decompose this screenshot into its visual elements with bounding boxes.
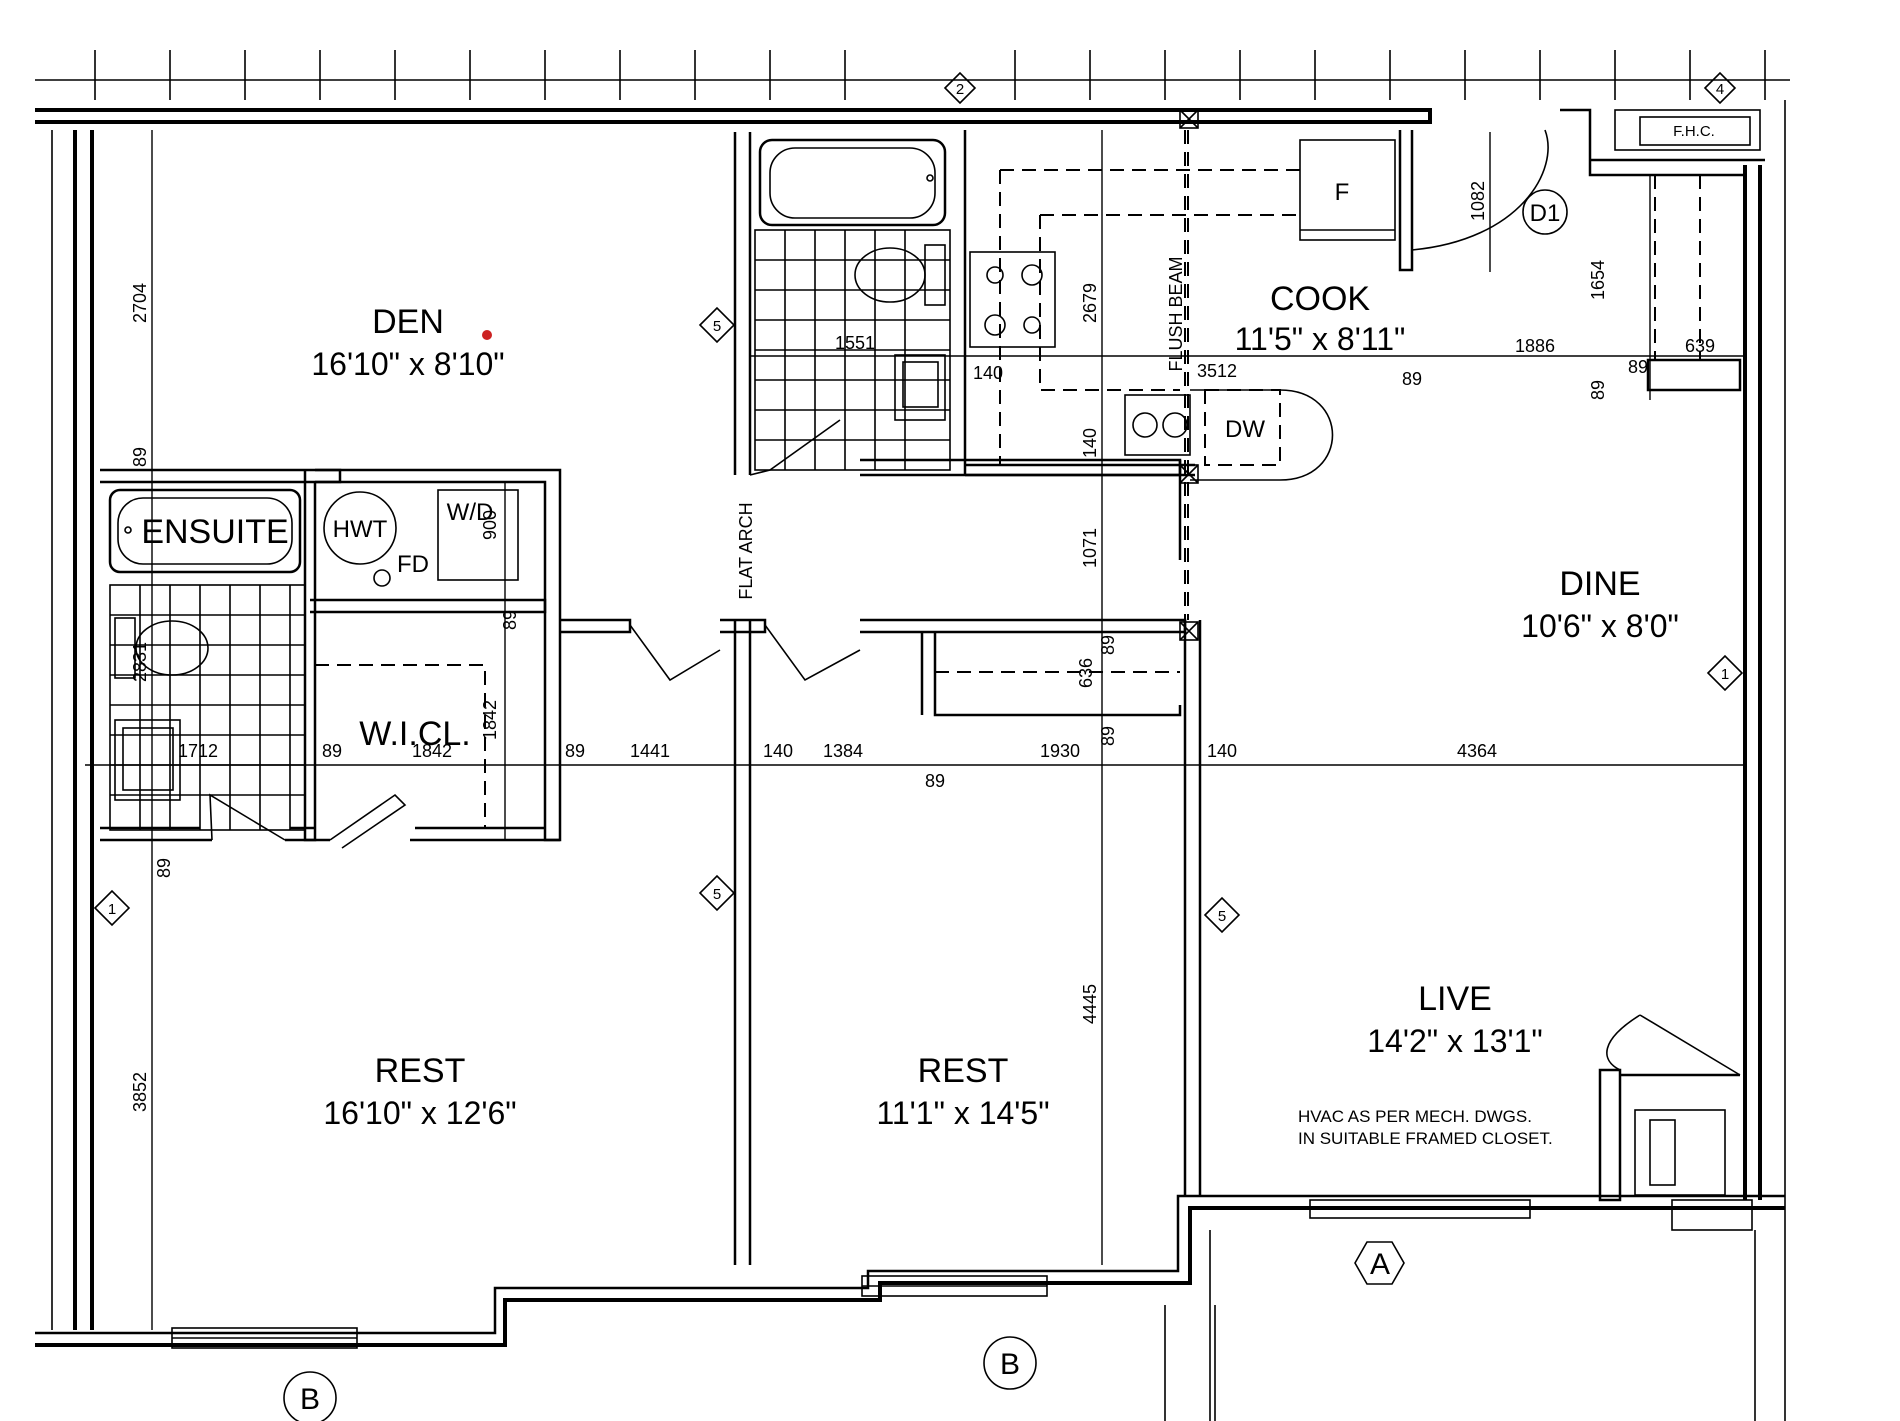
room-dine-size: 10'6" x 8'0" — [1521, 608, 1679, 644]
door-d1-tag: D1 — [1530, 200, 1561, 227]
dim-1930: 1930 — [1040, 741, 1080, 761]
grid-tag-b-right: B — [1000, 1348, 1020, 1381]
dimension-labels: 2704 89 1551 140 2679 3512 89 1886 89 63… — [130, 181, 1715, 1112]
grid-tag-4: 4 — [1716, 81, 1724, 98]
grid-tag-1a: 1 — [108, 901, 116, 918]
room-rest-mid-size: 11'1" x 14'5" — [876, 1095, 1049, 1131]
room-rest-mid-name: REST — [918, 1052, 1009, 1090]
flush-beam-label: FLUSH BEAM — [1166, 256, 1186, 371]
dim-89-e: 89 — [500, 610, 520, 630]
washer-dryer-label: W/D — [447, 499, 494, 526]
dim-636: 636 — [1076, 658, 1096, 688]
fridge-label: F — [1335, 179, 1350, 206]
doors — [209, 129, 1741, 1076]
interior-walls — [100, 108, 1765, 1265]
dim-140-b: 140 — [1080, 428, 1100, 458]
floor-drain-label: FD — [397, 551, 429, 578]
dim-89-b: 89 — [1402, 369, 1422, 389]
hvac-note: HVAC AS PER MECH. DWGS. IN SUITABLE FRAM… — [1298, 1107, 1553, 1148]
dim-1712: 1712 — [178, 741, 218, 761]
dim-140-a: 140 — [973, 363, 1003, 383]
grid-tag-1b: 1 — [1721, 666, 1729, 683]
room-live-name: LIVE — [1418, 980, 1492, 1018]
room-cook-size: 11'5" x 8'11" — [1235, 321, 1406, 357]
grid-tag-2: 2 — [956, 81, 964, 98]
grid-tag-b-left: B — [300, 1383, 320, 1416]
dim-1082: 1082 — [1468, 181, 1488, 221]
dim-1842-horizontal: 1842 — [412, 741, 452, 761]
dim-89-h: 89 — [322, 741, 342, 761]
dim-89-k: 89 — [154, 858, 174, 878]
room-wicl-name: W.I.CL. — [359, 715, 470, 753]
room-cook-name: COOK — [1270, 280, 1370, 318]
red-marker-dot — [482, 330, 492, 340]
dim-1441: 1441 — [630, 741, 670, 761]
dim-89-d: 89 — [1588, 380, 1608, 400]
hvac-note-line1: HVAC AS PER MECH. DWGS. — [1298, 1107, 1532, 1126]
bathroom-tiles — [109, 229, 951, 831]
dim-1654: 1654 — [1588, 260, 1608, 300]
room-den-name: DEN — [372, 303, 444, 341]
dim-4445: 4445 — [1080, 984, 1100, 1024]
exterior-walls — [35, 100, 1786, 1421]
dim-1384: 1384 — [823, 741, 863, 761]
grid-tag-5a: 5 — [713, 318, 721, 335]
dim-89-i: 89 — [565, 741, 585, 761]
room-ensuite-name: ENSUITE — [141, 513, 288, 551]
hvac-note-line2: IN SUITABLE FRAMED CLOSET. — [1298, 1129, 1553, 1148]
grid-tag-a: A — [1370, 1248, 1390, 1281]
dim-2831: 2831 — [130, 642, 150, 682]
dim-89-f: 89 — [1098, 635, 1118, 655]
hwt-label: HWT — [333, 516, 388, 543]
grid-tag-5c: 5 — [1218, 908, 1226, 925]
fixtures — [108, 109, 1761, 1196]
dashed-outlines — [315, 130, 1701, 828]
flat-arch-label: FLAT ARCH — [736, 502, 756, 599]
fire-hose-cabinet-label: F.H.C. — [1673, 123, 1715, 140]
dim-89-c: 89 — [1628, 357, 1648, 377]
dim-1071: 1071 — [1080, 528, 1100, 568]
room-labels: DEN 16'10" x 8'10" COOK 11'5" x 8'11" DI… — [141, 280, 1679, 1131]
dimension-lines — [85, 130, 1745, 1330]
dim-3852: 3852 — [130, 1072, 150, 1112]
grid-tags: 2 4 5 5 5 1 1 A B B — [93, 71, 1744, 1421]
room-live-size: 14'2" x 13'1" — [1367, 1023, 1543, 1059]
top-grid-ticks — [35, 50, 1790, 100]
dim-140-d: 140 — [1207, 741, 1237, 761]
dishwasher-label: DW — [1225, 416, 1265, 443]
dim-639: 639 — [1685, 336, 1715, 356]
grid-tag-5b: 5 — [713, 886, 721, 903]
dim-2679: 2679 — [1080, 283, 1100, 323]
dim-1886: 1886 — [1515, 336, 1555, 356]
dim-89-a: 89 — [130, 447, 150, 467]
dim-1842-vertical: 1842 — [480, 700, 500, 740]
fixture-labels: HWT W/D FD F DW F.H.C. D1 — [333, 123, 1715, 578]
room-den-size: 16'10" x 8'10" — [311, 346, 504, 382]
dim-3512: 3512 — [1197, 361, 1237, 381]
room-rest-left-size: 16'10" x 12'6" — [323, 1095, 516, 1131]
vertical-labels: FLUSH BEAM FLAT ARCH — [736, 256, 1186, 599]
dim-2704: 2704 — [130, 283, 150, 323]
dim-4364: 4364 — [1457, 741, 1497, 761]
room-rest-left-name: REST — [375, 1052, 466, 1090]
dim-900: 900 — [480, 510, 500, 540]
dim-1551: 1551 — [835, 333, 875, 353]
dim-89-j: 89 — [925, 771, 945, 791]
room-dine-name: DINE — [1559, 565, 1640, 603]
dim-140-c: 140 — [763, 741, 793, 761]
windows — [171, 1199, 1753, 1349]
dim-89-g: 89 — [1098, 726, 1118, 746]
